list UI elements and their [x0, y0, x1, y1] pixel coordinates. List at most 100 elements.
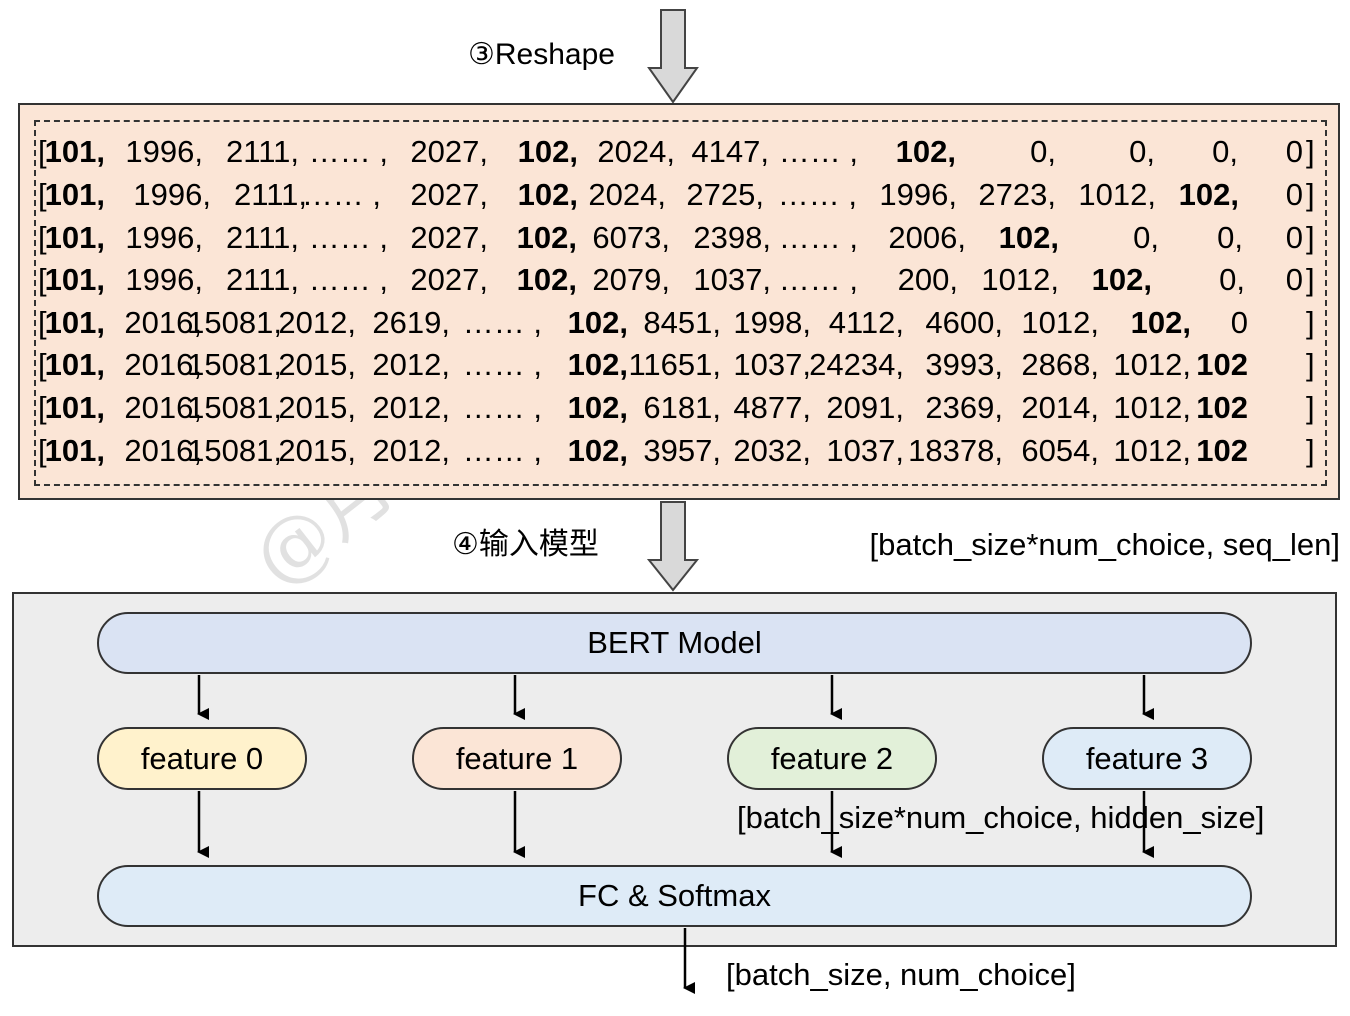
token-cell: …… , [301, 177, 381, 212]
fc-softmax-label: FC & Softmax [578, 878, 771, 913]
bert-model-block: BERT Model [97, 612, 1252, 674]
token-cell: 2111, [234, 177, 307, 212]
token-cell: 2016, [124, 305, 202, 340]
row-close-bracket: ] [1306, 305, 1315, 340]
token-cell: …… , [462, 390, 542, 425]
token-cell: 0, [1129, 134, 1155, 169]
token-cell: …… , [778, 134, 858, 169]
token-row: [101,2016,15081,2012,2619,…… ,102,8451,1… [38, 303, 1328, 343]
token-cell: 2016, [124, 390, 202, 425]
token-cell: 102, [516, 220, 577, 255]
token-cell: 1996, [125, 134, 203, 169]
token-cell: 102 [1196, 390, 1248, 425]
row-open-bracket: [ [38, 390, 47, 425]
token-cell: 101, [44, 305, 105, 340]
token-cell: …… , [778, 262, 858, 297]
row-open-bracket: [ [38, 220, 47, 255]
token-cell: 1037, [693, 262, 771, 297]
token-cell: 1996, [879, 177, 957, 212]
token-matrix: [101,1996,2111,…… ,2027,102,2024,4147,……… [38, 132, 1328, 477]
row-close-bracket: ] [1306, 220, 1315, 255]
token-cell: 0 [1285, 262, 1303, 297]
row-close-bracket: ] [1306, 433, 1315, 468]
token-cell: 1996, [125, 262, 203, 297]
token-row: [101,1996,2111,…… ,2027,102,6073,2398,……… [38, 218, 1328, 258]
token-cell: 2111, [226, 134, 299, 169]
token-cell: 102, [567, 390, 628, 425]
token-cell: 2012, [372, 347, 450, 382]
reshape-block-arrow [647, 9, 699, 104]
token-cell: …… , [308, 220, 388, 255]
token-cell: 4147, [691, 134, 769, 169]
token-cell: 2369, [925, 390, 1003, 425]
token-cell: 0, [1212, 134, 1238, 169]
token-cell: 2027, [410, 262, 488, 297]
token-cell: 200, [897, 262, 958, 297]
token-cell: 0, [1133, 220, 1159, 255]
token-cell: 3993, [925, 347, 1003, 382]
token-cell: 2024, [597, 134, 675, 169]
input-shape-label: [batch_size*num_choice, seq_len] [869, 527, 1340, 562]
token-cell: 101, [44, 433, 105, 468]
token-cell: 2015, [278, 433, 356, 468]
token-cell: 1012, [1078, 177, 1156, 212]
token-cell: …… , [777, 177, 857, 212]
row-open-bracket: [ [38, 262, 47, 297]
token-cell: 2725, [686, 177, 764, 212]
token-cell: 1012, [981, 262, 1059, 297]
token-cell: 2016, [124, 433, 202, 468]
row-close-bracket: ] [1306, 134, 1315, 169]
token-cell: 15081, [187, 347, 282, 382]
token-cell: 2014, [1021, 390, 1099, 425]
token-row: [101,2016,15081,2015,2012,…… ,102,3957,2… [38, 431, 1328, 471]
token-cell: 8451, [643, 305, 721, 340]
token-cell: 0, [1219, 262, 1245, 297]
token-cell: 15081, [187, 390, 282, 425]
token-cell: 1996, [125, 220, 203, 255]
row-open-bracket: [ [38, 347, 47, 382]
token-cell: 1998, [733, 305, 811, 340]
token-cell: 102 [1196, 433, 1248, 468]
token-cell: 0, [1217, 220, 1243, 255]
token-cell: 101, [44, 177, 105, 212]
token-cell: 6054, [1021, 433, 1099, 468]
feature-2-label: feature 2 [770, 740, 894, 776]
token-cell: 101, [44, 262, 105, 297]
token-row: [101,2016,15081,2015,2012,…… ,102,11651,… [38, 345, 1328, 385]
token-cell: 2111, [226, 262, 299, 297]
token-cell: 2032, [733, 433, 811, 468]
feature-0-label: feature 0 [140, 740, 264, 776]
token-cell: 102, [516, 262, 577, 297]
output-shape-label: [batch_size, num_choice] [726, 957, 1076, 992]
token-cell: 0 [1230, 305, 1248, 340]
token-cell: 101, [44, 220, 105, 255]
token-cell: 102, [998, 220, 1059, 255]
token-cell: 1012, [1113, 433, 1191, 468]
token-cell: …… , [778, 220, 858, 255]
feature-1-label: feature 1 [455, 740, 579, 776]
token-matrix-dashed-border [34, 120, 1327, 486]
token-cell: 2012, [278, 305, 356, 340]
token-cell: 2012, [372, 433, 450, 468]
token-cell: 15081, [187, 305, 282, 340]
token-cell: 1037, [826, 433, 904, 468]
token-cell: 101, [44, 390, 105, 425]
token-row: [101,1996,2111,…… ,2027,102,2024,4147,……… [38, 132, 1328, 172]
feature-2-block: feature 2 [727, 727, 937, 790]
token-cell: 4600, [925, 305, 1003, 340]
row-close-bracket: ] [1306, 347, 1315, 382]
token-row: [101,2016,15081,2015,2012,…… ,102,6181,4… [38, 388, 1328, 428]
token-cell: 2091, [826, 390, 904, 425]
step-input-model-label: ④输入模型 [452, 528, 599, 561]
token-cell: 102, [567, 347, 628, 382]
token-cell: …… , [462, 305, 542, 340]
token-cell: 11651, [628, 347, 721, 382]
token-cell: 2398, [693, 220, 771, 255]
token-cell: 102, [1178, 177, 1239, 212]
token-cell: 102, [895, 134, 956, 169]
feature-3-label: feature 3 [1085, 740, 1209, 776]
token-cell: 102, [1091, 262, 1152, 297]
token-cell: 4877, [733, 390, 811, 425]
